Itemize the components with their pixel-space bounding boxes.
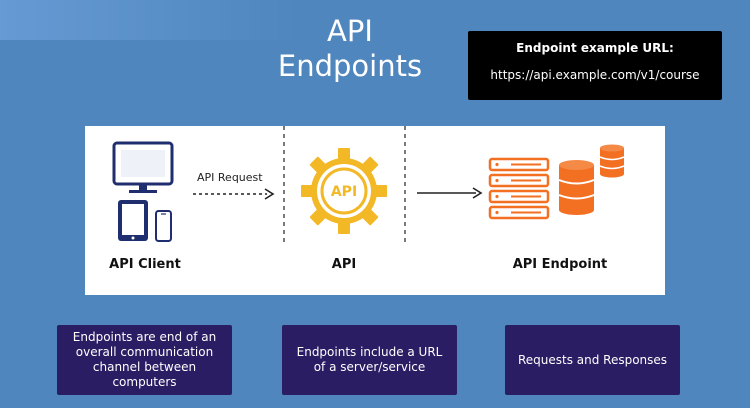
api-label: API (331, 257, 357, 272)
api-client-label: API Client (109, 257, 181, 272)
card-url: Endpoints include a URL of a server/serv… (282, 325, 457, 395)
page-title: API Endpoints (250, 14, 450, 84)
card-communication-channel: Endpoints are end of an overall communic… (57, 325, 232, 395)
endpoint-arrow (417, 187, 483, 199)
server-icon (488, 157, 550, 220)
api-request-arrow (193, 188, 275, 200)
monitor-icon (112, 141, 174, 193)
header-glow (0, 0, 300, 40)
tablet-icon (118, 200, 148, 241)
title-line-2: Endpoints (277, 49, 423, 83)
endpoint-url-value: https://api.example.com/v1/course (490, 68, 700, 82)
diagram-panel: API (85, 126, 665, 295)
diagram-graphic: API (112, 126, 625, 246)
gear-icon: API (301, 148, 387, 234)
endpoint-url-title: Endpoint example URL: (516, 41, 674, 55)
title-line-1: API (327, 14, 373, 48)
small-database-icon (599, 144, 625, 178)
api-request-label: API Request (197, 171, 263, 184)
gear-label: API (331, 184, 357, 200)
endpoint-url-box: Endpoint example URL: https://api.exampl… (468, 31, 722, 100)
card-requests-responses: Requests and Responses (505, 325, 680, 395)
phone-icon (155, 210, 172, 242)
api-endpoint-label: API Endpoint (512, 257, 608, 272)
database-icon (558, 160, 595, 215)
